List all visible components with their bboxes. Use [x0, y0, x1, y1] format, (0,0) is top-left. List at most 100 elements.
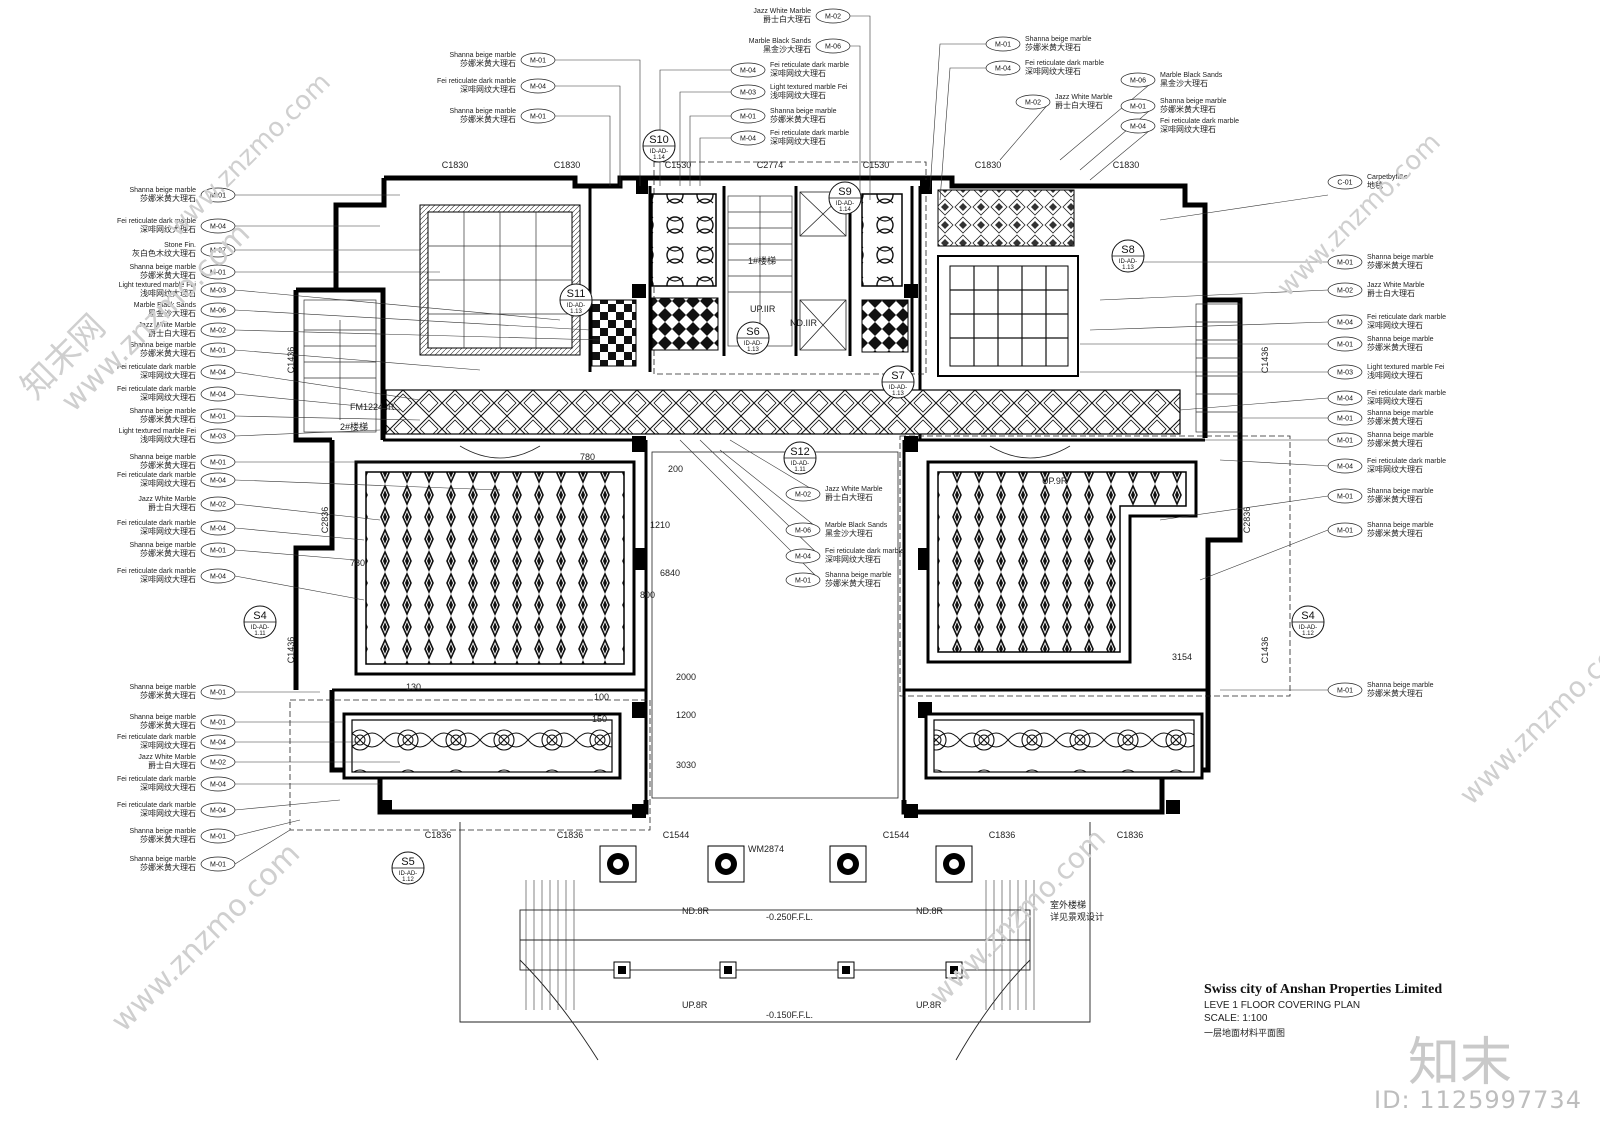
section-ref: ID-AD-: [791, 461, 809, 467]
material-name-cn: 莎娜米黄大理石: [140, 720, 196, 730]
material-name-cn: 莎娜米黄大理石: [770, 114, 826, 124]
callout-code: M-01: [1337, 688, 1353, 695]
dim-misc: 2000: [676, 672, 696, 682]
material-name: Shanna beige marble: [825, 572, 892, 579]
section-id: S9: [838, 186, 851, 198]
material-name: Stone Fin.: [164, 242, 196, 249]
section-id: S12: [790, 446, 810, 458]
material-name: Fei reticulate dark marble: [117, 386, 196, 393]
material-name: Light textured marble Fei: [770, 84, 848, 91]
callout-code: M-03: [1337, 370, 1353, 377]
material-name-cn: 深啡网纹大理石: [770, 136, 826, 146]
material-name-cn: 莎娜米黄大理石: [140, 414, 196, 424]
callout-code: M-01: [1337, 528, 1353, 535]
material-name: Shanna beige marble: [129, 264, 196, 271]
corridor-lattice-floor: [385, 389, 1181, 435]
material-name-cn: 深啡网纹大理石: [1367, 396, 1423, 406]
material-name-cn: 黑金沙大理石: [1160, 78, 1208, 88]
callout-code: M-04: [210, 740, 226, 747]
callout-code: M-04: [210, 526, 226, 533]
material-name: Shanna beige marble: [449, 52, 516, 59]
callout-code: M-01: [995, 42, 1011, 49]
section-markers: S10ID-AD-1.14S9ID-AD-1.14S8ID-AD-1.13S11…: [243, 129, 1325, 885]
section-sheet: 1.13: [570, 309, 582, 315]
material-name-cn: 爵士白大理石: [148, 502, 196, 512]
material-name-cn: 莎娜米黄大理石: [140, 348, 196, 358]
callout-code: M-01: [210, 460, 226, 467]
material-name-cn: 莎娜米黄大理石: [1367, 438, 1423, 448]
material-name-cn: 深啡网纹大理石: [140, 574, 196, 584]
dim-misc: 1210: [650, 520, 670, 530]
dim-side: C1436: [1260, 347, 1270, 374]
material-name: Light textured marble Fei: [119, 428, 197, 435]
material-name-cn: 莎娜米黄大理石: [1367, 528, 1423, 538]
plan-name: LEVE 1 FLOOR COVERING PLAN: [1204, 1000, 1361, 1011]
dim-misc: UP.9R: [1042, 476, 1068, 486]
material-name: Jazz White Marble: [825, 486, 883, 493]
material-name: Fei reticulate dark marble: [117, 776, 196, 783]
dim-top: C1830: [442, 160, 469, 170]
material-name: Shanna beige marble: [1025, 36, 1092, 43]
stair-right: [1195, 303, 1241, 433]
material-name: Fei reticulate dark marble: [117, 218, 196, 225]
material-name: Jazz White Marble: [753, 8, 811, 15]
level-label: -0.150F.F.L.: [766, 1010, 813, 1020]
callout-code: M-04: [210, 392, 226, 399]
section-id: S11: [567, 288, 586, 300]
section-sheet: 1.11: [794, 467, 806, 473]
checker-panel-2: [651, 297, 719, 351]
image-id: ID: 1125997734: [1374, 1086, 1582, 1114]
callout-code: M-03: [210, 288, 226, 295]
dim-side: C1436: [286, 637, 296, 664]
section-id: S4: [253, 610, 266, 622]
building-walls: [293, 175, 1243, 815]
material-name-cn: 深啡网纹大理石: [140, 392, 196, 402]
material-name: Shanna beige marble: [449, 108, 516, 115]
callout-code: M-01: [210, 548, 226, 555]
callout-code: M-04: [210, 370, 226, 377]
section-sheet: 1.11: [254, 631, 266, 637]
callout-code: M-01: [210, 690, 226, 697]
dim-misc: 780: [350, 558, 365, 568]
dim-bottom: C1836: [425, 830, 452, 840]
material-name-cn: 深啡网纹大理石: [140, 782, 196, 792]
callout-code: M-04: [795, 554, 811, 561]
callout-code: M-06: [825, 44, 841, 51]
material-name-cn: 莎娜米黄大理石: [1367, 688, 1423, 698]
material-name: Fei reticulate dark marble: [117, 364, 196, 371]
right-scroll-floor: [924, 712, 1204, 780]
checker-panel-1: [591, 299, 637, 367]
material-name: Jazz White Marble: [1055, 94, 1113, 101]
section-ref: ID-AD-: [1119, 259, 1137, 265]
dim-misc: 780: [580, 452, 595, 462]
left-scroll-floor: [342, 712, 622, 780]
material-name: Shanna beige marble: [1160, 98, 1227, 105]
dim-top: C1830: [975, 160, 1002, 170]
material-name-cn: 浅啡网纹大理石: [1367, 370, 1423, 380]
material-name-cn: 深啡网纹大理石: [140, 370, 196, 380]
material-name-cn: 深啡网纹大理石: [140, 526, 196, 536]
section-sheet: 1.13: [892, 391, 904, 397]
callout-code: M-04: [995, 66, 1011, 73]
